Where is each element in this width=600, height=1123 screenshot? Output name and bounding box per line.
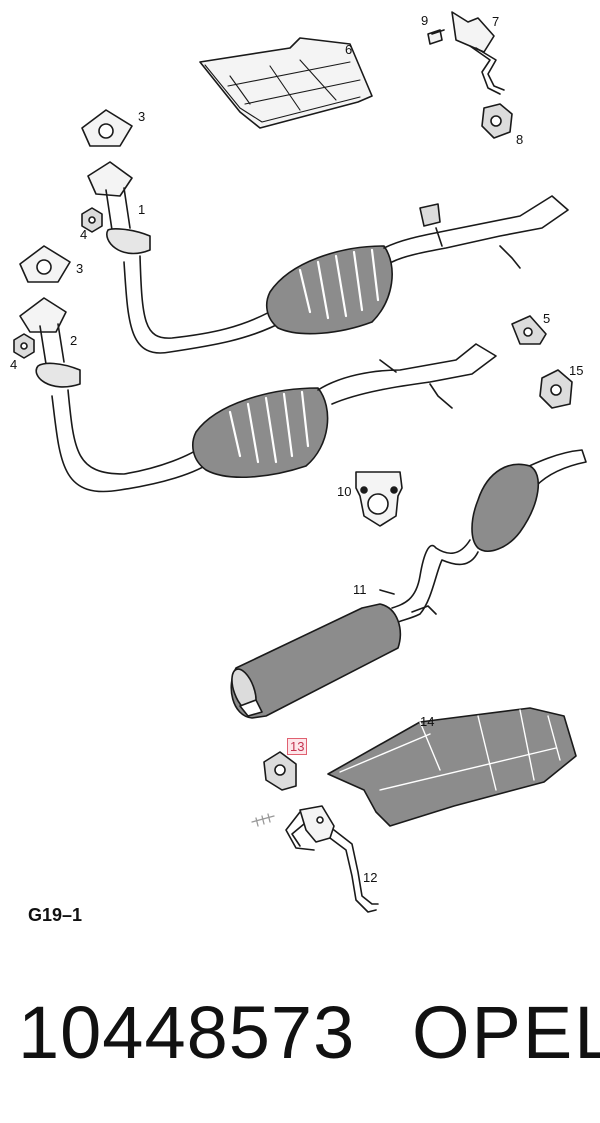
heat-shield-upper xyxy=(199,37,373,129)
callout-11: 11 xyxy=(353,582,367,597)
hanger-bracket-top xyxy=(451,11,505,95)
callout-14: 14 xyxy=(420,714,435,729)
heat-shield-lower-14 xyxy=(327,707,577,827)
rear-silencer-assembly-11 xyxy=(230,449,587,719)
rubber-hanger-8 xyxy=(481,103,513,139)
group-code: G19–1 xyxy=(28,905,83,925)
callout-6: 6 xyxy=(345,42,353,57)
callout-10: 10 xyxy=(337,484,352,499)
rubber-mount-5 xyxy=(511,315,547,345)
callout-3-upper: 3 xyxy=(138,109,146,124)
callout-4-lower: 4 xyxy=(10,357,18,372)
nut-4-upper xyxy=(81,207,103,233)
callout-13: 13 xyxy=(287,738,308,755)
callout-2: 2 xyxy=(70,333,78,348)
pipe-hanger-lower xyxy=(379,359,453,409)
catalytic-converter-upper xyxy=(265,195,569,335)
callout-15: 15 xyxy=(569,363,584,378)
clamp-10 xyxy=(355,471,403,527)
callout-4-upper: 4 xyxy=(80,227,88,242)
rubber-mount-13 xyxy=(263,751,297,791)
callout-1: 1 xyxy=(138,202,146,217)
callout-7: 7 xyxy=(492,14,500,29)
screw-icon xyxy=(251,813,275,827)
gasket-3-upper xyxy=(81,109,133,147)
callout-9: 9 xyxy=(421,13,429,28)
exhaust-system-diagram xyxy=(13,11,587,913)
bolt-9 xyxy=(427,29,445,45)
front-pipe-2 xyxy=(19,297,215,493)
callout-5: 5 xyxy=(543,311,551,326)
callout-12: 12 xyxy=(363,870,378,885)
nut-4-lower xyxy=(13,333,35,359)
callout-8: 8 xyxy=(516,132,524,147)
front-pipe-1 xyxy=(87,161,287,354)
brand-name: OPEL xyxy=(412,991,600,1074)
rubber-hanger-15 xyxy=(539,369,573,409)
callout-3-lower: 3 xyxy=(76,261,84,276)
gasket-3-lower xyxy=(19,245,71,283)
bracket-12 xyxy=(285,805,379,913)
part-number: 10448573 xyxy=(18,991,356,1074)
pipe-hanger-upper xyxy=(419,203,521,269)
catalytic-converter-lower xyxy=(192,343,497,478)
